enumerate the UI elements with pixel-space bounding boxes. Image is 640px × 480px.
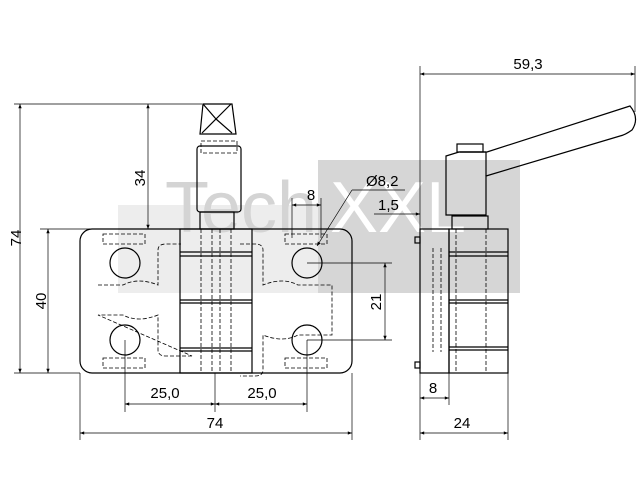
front-dimensions: 74 40 34 8 Ø8,2 1,5 21 25,0 25,0 74: [8, 103, 420, 440]
dim-hole-vertical-spacing: 21: [368, 294, 385, 311]
watermark: Tech XXL: [118, 160, 520, 293]
dim-plate-height: 40: [33, 293, 50, 310]
clamp-lever: [445, 105, 637, 230]
dim-side-total-width: 59,3: [513, 56, 542, 73]
side-dimensions: 59,3 8 24: [419, 56, 636, 440]
dim-side-body-width: 24: [454, 415, 471, 432]
dim-front-total-width: 74: [207, 415, 224, 432]
dim-hole-spacing-left: 25,0: [150, 385, 179, 402]
mounting-hole: [109, 247, 141, 279]
dim-hole-spacing-right: 25,0: [247, 385, 276, 402]
dim-offset: 1,5: [378, 197, 399, 214]
dim-front-total-height: 74: [8, 230, 25, 247]
side-view: [414, 105, 637, 374]
dim-hole-diameter: Ø8,2: [366, 173, 399, 190]
watermark-text-xxl: XXL: [330, 168, 466, 248]
dim-knob-height: 34: [132, 170, 149, 187]
dim-slot-width: 8: [307, 187, 315, 204]
front-view: [79, 103, 353, 377]
clamp-knob: [196, 103, 242, 230]
dim-side-plate-thickness: 8: [429, 380, 437, 397]
